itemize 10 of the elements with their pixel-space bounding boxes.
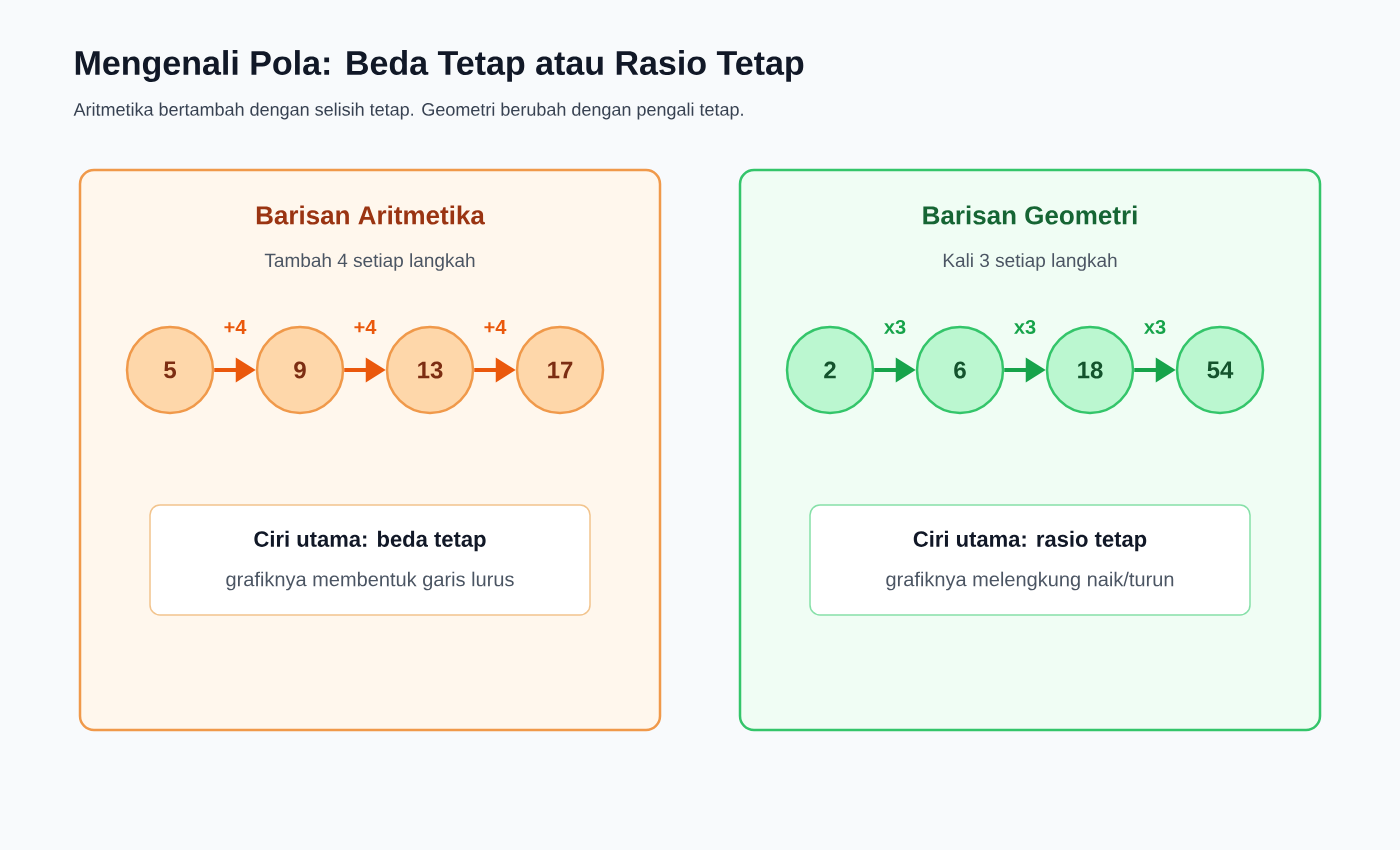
key-box: Ciri utama: beda tetap grafiknya membentuk garis lurus [149, 504, 591, 616]
edge-label: x3 [1144, 319, 1166, 335]
subtitle: Aritmetika bertambah dengan selisih tetap. Geometri berubah dengan pengali tetap. [73, 102, 743, 120]
edge-label: x3 [884, 319, 906, 335]
edge-label: +4 [484, 320, 507, 334]
edge-label: +4 [224, 320, 247, 334]
edge-label: x3 [1014, 319, 1036, 335]
title: Mengenali Pola: Beda Tetap atau Rasio Tetap [75, 50, 804, 82]
edge-label: +4 [354, 320, 377, 334]
key-box: Ciri utama: rasio tetap grafiknya melengkung naik/turun [809, 504, 1251, 616]
